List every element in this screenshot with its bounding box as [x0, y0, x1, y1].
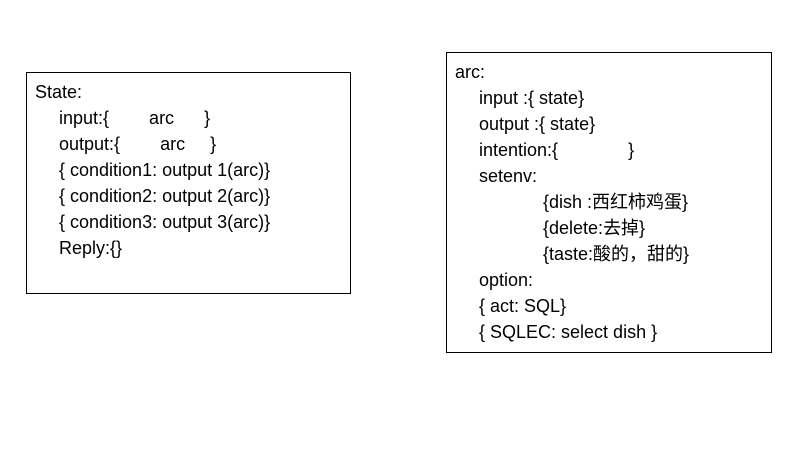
arc-act-line: { act: SQL}: [479, 296, 567, 316]
state-input-line: input:{ arc }: [59, 108, 211, 128]
state-condition2-line: { condition2: output 2(arc)}: [59, 186, 271, 206]
state-output-line: output:{ arc }: [59, 134, 217, 154]
arc-delete-line: {delete:去掉}: [543, 218, 646, 238]
arc-dish-line: {dish :西红柿鸡蛋}: [543, 192, 689, 212]
state-condition3-line: { condition3: output 3(arc)}: [59, 212, 271, 232]
arc-title: arc:: [455, 62, 486, 82]
arc-output-line: output :{ state}: [479, 114, 596, 134]
arc-setenv-line: setenv:: [479, 166, 538, 186]
state-reply-line: Reply:{}: [59, 238, 123, 258]
arc-option-line: option:: [479, 270, 534, 290]
state-title: State:: [35, 82, 83, 102]
arc-intention-line: intention:{ }: [479, 140, 635, 160]
state-condition1-line: { condition1: output 1(arc)}: [59, 160, 271, 180]
arc-input-line: input :{ state}: [479, 88, 585, 108]
state-box: State: input:{ arc } output:{ arc } { co…: [26, 72, 351, 294]
arc-taste-line: {taste:酸的，甜的}: [543, 244, 690, 264]
arc-sqlec-line: { SQLEC: select dish }: [479, 322, 658, 342]
arc-box: arc: input :{ state} output :{ state} in…: [446, 52, 772, 353]
